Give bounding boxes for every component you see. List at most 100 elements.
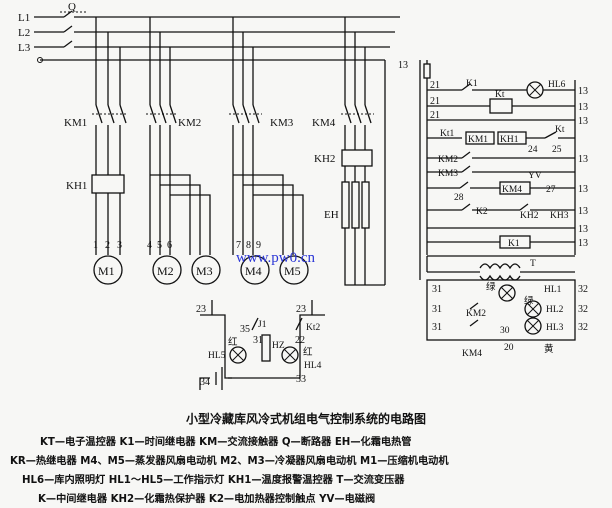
node-31-c: 31	[432, 322, 442, 333]
node-32-c: 32	[578, 322, 588, 333]
node-24: 24	[528, 145, 538, 155]
terminal-7: 7	[236, 240, 241, 251]
node-13-r3: 13	[578, 116, 588, 127]
contactor-km4	[341, 104, 385, 286]
alarm-label-kt2: Kt2	[306, 323, 321, 333]
legend-line-3: HL6—库内照明灯 HL1～HL5—工作指示灯 KH1—温度报警温控器 T—交流…	[22, 475, 405, 486]
node-13-r5: 13	[578, 184, 588, 195]
label-rung-km2: KM2	[438, 155, 458, 165]
label-green-2: 绿	[524, 295, 534, 307]
node-31-b: 31	[432, 304, 442, 315]
node-13-top: 13	[398, 60, 408, 71]
alarm-node-34: 34	[200, 377, 210, 388]
node-25: 25	[552, 145, 562, 155]
label-kh1: KH1	[66, 180, 87, 192]
label-km2: KM2	[178, 117, 201, 129]
node-21-a: 21	[430, 80, 440, 91]
node-13-r4: 13	[578, 154, 588, 165]
label-hl6: HL6	[548, 80, 566, 90]
label-breaker: Q	[68, 1, 76, 13]
alarm-node-23-right: 23	[296, 304, 306, 315]
alarm-circuit	[199, 300, 325, 390]
node-21-c: 21	[430, 110, 440, 121]
contactor-km1	[91, 104, 128, 255]
node-20: 20	[504, 343, 514, 353]
label-kt: Kt	[495, 90, 505, 100]
alarm-label-hz: HZ	[272, 341, 285, 351]
label-sub-km4: KM4	[462, 349, 482, 359]
label-yv: YV	[528, 171, 542, 181]
label-hl1: HL1	[544, 285, 562, 295]
label-rung-k1: K1	[508, 239, 520, 249]
node-13-r6: 13	[578, 206, 588, 217]
label-kh2: KH2	[314, 153, 335, 165]
node-27: 27	[546, 185, 556, 195]
label-hl3: HL3	[546, 323, 564, 333]
terminal-8: 8	[246, 240, 251, 251]
label-rung-km3: KM3	[438, 169, 458, 179]
label-km3: KM3	[270, 117, 294, 129]
alarm-label-j1: J1	[258, 320, 267, 330]
label-hl2: HL2	[546, 305, 564, 315]
motors	[93, 255, 309, 285]
alarm-node-33: 33	[296, 374, 306, 385]
alarm-label-red-right: 红	[303, 346, 313, 358]
label-l3: L3	[18, 42, 31, 54]
node-13-r1: 13	[578, 86, 588, 97]
motor-m5: M5	[284, 264, 301, 278]
motor-m3: M3	[196, 264, 213, 278]
motor-m1: M1	[98, 264, 115, 278]
label-km4: KM4	[312, 117, 336, 129]
terminal-3: 3	[117, 240, 122, 251]
label-kh3: KH3	[550, 211, 569, 221]
legend-line-1: KT—电子温控器 K1—时间继电器 KM—交流接触器 Q—断路器 EH—化霜电热…	[40, 437, 412, 448]
label-rung-kh2: KH2	[520, 211, 539, 221]
label-l1: L1	[18, 12, 30, 24]
diagram-title: 小型冷藏库风冷式机组电气控制系统的电路图	[185, 412, 426, 426]
motor-m4: M4	[245, 264, 262, 278]
label-km1: KM1	[64, 117, 87, 129]
control-labels: 21 21 21 13 13 13 13 13 13 13 13 K1 Kt H…	[430, 79, 588, 359]
alarm-node-31: 31	[253, 335, 263, 346]
contactor-km2	[146, 104, 211, 255]
node-32-b: 32	[578, 304, 588, 315]
node-31-a: 31	[432, 284, 442, 295]
control-circuit	[423, 60, 576, 341]
label-sub-km2: KM2	[466, 309, 486, 319]
label-rung-km1: KM1	[468, 135, 488, 145]
terminal-5: 5	[157, 240, 162, 251]
alarm-label-red-left: 红	[228, 336, 238, 348]
motor-m2: M2	[157, 264, 174, 278]
watermark: www.pw0.cn	[236, 250, 316, 266]
label-kt-right: Kt	[555, 125, 565, 135]
alarm-label-hl4: HL4	[304, 361, 322, 371]
label-eh: EH	[324, 209, 339, 221]
legend-line-2: KR—热继电器 M4、M5—蒸发器风扇电动机 M2、M3—冷凝器风扇电动机 M1…	[10, 456, 449, 467]
node-32-a: 32	[578, 284, 588, 295]
label-yellow: 黄	[544, 343, 554, 355]
terminal-6: 6	[167, 240, 172, 251]
terminal-4: 4	[147, 240, 152, 251]
label-kt1: Kt1	[440, 129, 455, 139]
label-l2: L2	[18, 27, 30, 39]
terminal-1: 1	[93, 240, 98, 251]
node-13-r2: 13	[578, 102, 588, 113]
legend-line-4: K—中间继电器 KH2—化霜热保护器 K2—电加热器控制触点 YV—电磁阀	[38, 494, 376, 505]
node-13-r8: 13	[578, 238, 588, 249]
label-transformer: T	[530, 259, 536, 269]
terminal-2: 2	[105, 240, 110, 251]
alarm-node-22: 22	[295, 335, 305, 346]
label-k1: K1	[466, 79, 478, 89]
contactor-km3	[229, 104, 304, 255]
node-21-b: 21	[430, 96, 440, 107]
alarm-label-hl5: HL5	[208, 351, 226, 361]
node-13-r7: 13	[578, 224, 588, 235]
supply-lines	[34, 10, 421, 285]
terminal-9: 9	[256, 240, 261, 251]
node-30: 30	[500, 326, 510, 336]
node-28: 28	[454, 193, 464, 203]
alarm-node-23-left: 23	[196, 304, 206, 315]
label-rung-kh1: KH1	[500, 135, 519, 145]
